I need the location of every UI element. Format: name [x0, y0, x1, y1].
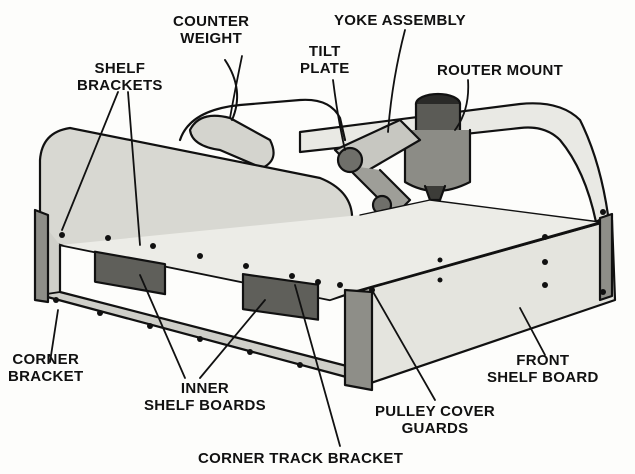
label-corner-bracket-line2: BRACKET	[8, 368, 84, 385]
label-front-shelf-board-line1: FRONT	[516, 352, 570, 369]
label-corner-bracket-line1: CORNER	[12, 351, 80, 368]
label-tilt-plate-line1: TILT	[308, 43, 341, 60]
rear-frame	[178, 98, 347, 142]
inner-shelf-board-a	[93, 250, 167, 296]
label-router-mount: ROUTER MOUNT	[437, 62, 563, 79]
label-front-shelf-board: FRONT SHELF BOARD	[487, 352, 599, 386]
leader-lines	[49, 29, 546, 447]
label-shelf-brackets: SHELF BRACKETS	[77, 60, 163, 94]
label-counter-weight-line2: WEIGHT	[180, 30, 243, 47]
counter-weight-part	[188, 59, 275, 170]
label-corner-track-bracket: CORNER TRACK BRACKET	[198, 450, 403, 467]
router-mount-part	[403, 92, 472, 202]
label-pulley-cover-guards: PULLEY COVER GUARDS	[375, 403, 495, 437]
label-pulley-cover-guards-line1: PULLEY COVER	[375, 403, 496, 420]
label-tilt-plate-line2: PLATE	[300, 60, 350, 77]
label-counter-weight: COUNTER WEIGHT	[173, 13, 249, 47]
inner-shelf-board-b	[241, 273, 320, 321]
label-shelf-brackets-line2: BRACKETS	[77, 77, 163, 94]
rivets	[53, 209, 606, 368]
yoke-assembly-part	[333, 118, 422, 217]
label-corner-bracket: CORNER BRACKET	[8, 351, 83, 385]
label-inner-shelf-boards-line2: SHELF BOARDS	[144, 397, 266, 414]
label-tilt-plate: TILT PLATE	[300, 43, 350, 77]
corner-bracket-part	[33, 208, 50, 304]
label-yoke-assembly-text: YOKE ASSEMBLY	[334, 12, 466, 29]
label-corner-track-bracket-text: CORNER TRACK BRACKET	[198, 450, 404, 467]
label-yoke-assembly: YOKE ASSEMBLY	[334, 12, 466, 29]
label-counter-weight-line1: COUNTER	[173, 13, 250, 30]
label-shelf-brackets-line1: SHELF	[94, 60, 146, 77]
label-front-shelf-board-line2: SHELF BOARD	[487, 369, 599, 386]
label-router-mount-text: ROUTER MOUNT	[437, 62, 564, 79]
label-inner-shelf-boards: INNER SHELF BOARDS	[144, 380, 266, 414]
label-pulley-cover-guards-line2: GUARDS	[401, 420, 469, 437]
label-inner-shelf-boards-line1: INNER	[180, 380, 230, 397]
